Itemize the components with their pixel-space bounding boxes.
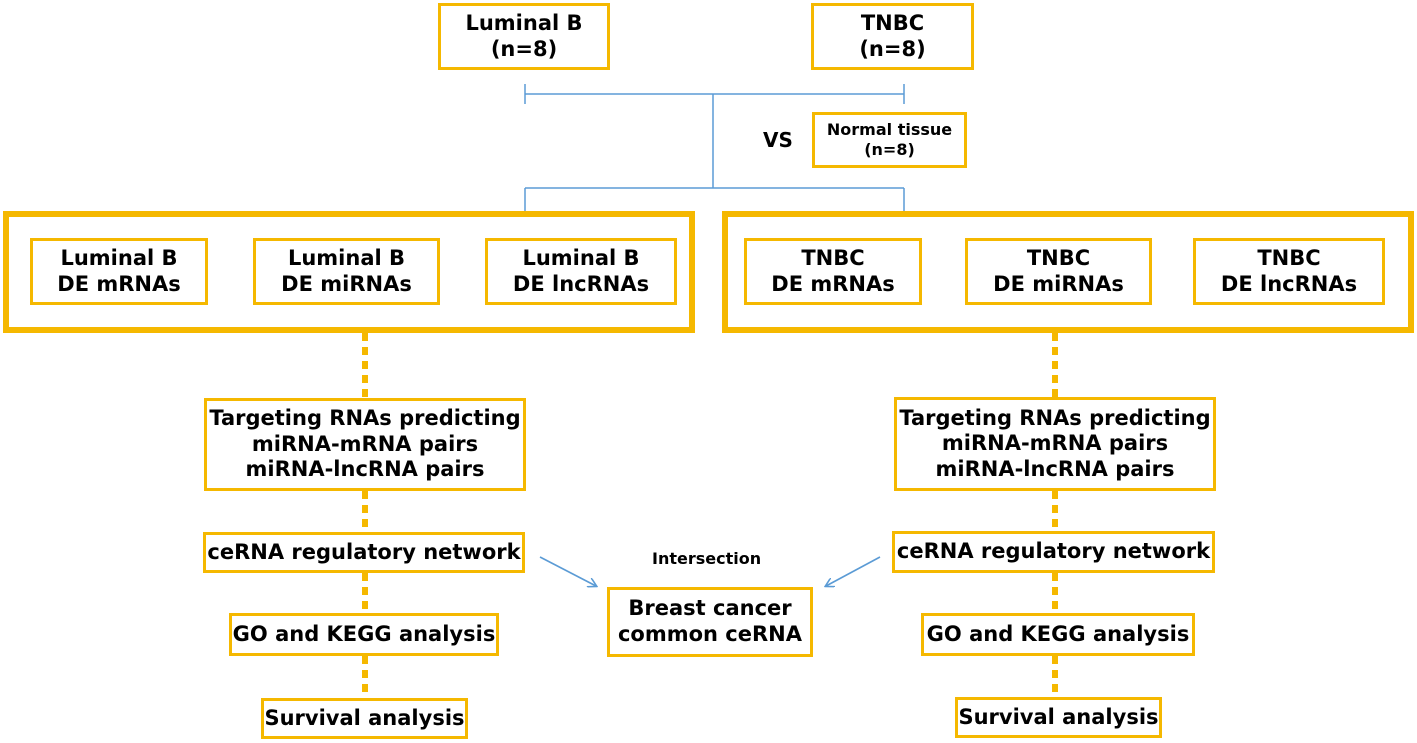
tnbc-sample-box: TNBC (n=8)	[811, 3, 974, 70]
common-cerna-line1: Breast cancer	[628, 596, 792, 621]
luminal-b-de-mrnas-line1: Luminal B	[60, 245, 178, 270]
tnbc-de-mrnas-line2: DE mRNAs	[771, 271, 895, 296]
tnbc-de-mirnas-line1: TNBC	[1026, 245, 1091, 270]
right-survival-label: Survival analysis	[958, 704, 1159, 729]
right-cerna-network-box: ceRNA regulatory network	[892, 531, 1215, 573]
luminal-b-de-lncrnas-line1: Luminal B	[522, 245, 640, 270]
luminal-b-sample-count: (n=8)	[490, 36, 558, 61]
right-targeting-box: Targeting RNAs predicting miRNA-mRNA pai…	[894, 397, 1216, 491]
left-cerna-network-label: ceRNA regulatory network	[207, 539, 521, 564]
left-targeting-box: Targeting RNAs predicting miRNA-mRNA pai…	[204, 398, 526, 491]
left-targeting-line3: miRNA-lncRNA pairs	[245, 457, 485, 482]
left-cerna-network-box: ceRNA regulatory network	[203, 532, 525, 573]
normal-tissue-count: (n=8)	[864, 140, 915, 159]
right-go-kegg-label: GO and KEGG analysis	[926, 621, 1190, 646]
luminal-b-de-mirnas-line1: Luminal B	[287, 245, 406, 270]
right-arrow-to-common	[826, 556, 881, 586]
normal-tissue-name: Normal tissue	[826, 120, 953, 140]
right-targeting-line3: miRNA-lncRNA pairs	[935, 456, 1175, 481]
right-cerna-network-label: ceRNA regulatory network	[896, 539, 1211, 564]
tnbc-de-mirnas-line2: DE miRNAs	[993, 271, 1124, 296]
tnbc-de-lncrnas-box: TNBC DE lncRNAs	[1193, 238, 1385, 305]
right-survival-box: Survival analysis	[955, 697, 1162, 738]
right-go-kegg-box: GO and KEGG analysis	[921, 613, 1195, 656]
luminal-b-sample-name: Luminal B	[465, 10, 583, 35]
tnbc-sample-count: (n=8)	[859, 36, 926, 61]
tnbc-de-lncrnas-line2: DE lncRNAs	[1220, 271, 1358, 296]
luminal-b-de-mirnas-line2: DE miRNAs	[281, 271, 412, 296]
left-go-kegg-box: GO and KEGG analysis	[229, 613, 499, 656]
left-targeting-line1: Targeting RNAs predicting	[209, 406, 521, 431]
tnbc-de-lncrnas-line1: TNBC	[1257, 245, 1321, 270]
luminal-b-de-mrnas-box: Luminal B DE mRNAs	[30, 238, 208, 305]
luminal-b-sample-box: Luminal B (n=8)	[438, 3, 610, 70]
right-targeting-line2: miRNA-mRNA pairs	[941, 431, 1169, 456]
left-survival-label: Survival analysis	[264, 705, 465, 730]
common-cerna-line2: common ceRNA	[617, 622, 803, 646]
left-arrow-to-common	[539, 556, 596, 586]
vs-label: VS	[763, 128, 793, 152]
luminal-b-de-mirnas-box: Luminal B DE miRNAs	[253, 238, 440, 305]
left-go-kegg-label: GO and KEGG analysis	[232, 621, 496, 646]
left-survival-box: Survival analysis	[261, 698, 468, 739]
intersection-label: Intersection	[652, 549, 762, 568]
tnbc-de-mrnas-line1: TNBC	[801, 245, 865, 270]
tnbc-de-mirnas-box: TNBC DE miRNAs	[965, 238, 1152, 305]
left-targeting-line2: miRNA-mRNA pairs	[251, 431, 479, 456]
tnbc-de-group	[722, 211, 1414, 333]
breast-cancer-common-cerna-box: Breast cancer common ceRNA	[607, 587, 813, 657]
tnbc-de-mrnas-box: TNBC DE mRNAs	[744, 238, 922, 305]
tnbc-sample-name: TNBC	[860, 10, 925, 35]
luminal-b-de-lncrnas-line2: DE lncRNAs	[512, 271, 650, 296]
luminal-b-de-group	[3, 211, 695, 333]
normal-tissue-box: Normal tissue (n=8)	[812, 112, 967, 168]
luminal-b-de-mrnas-line2: DE mRNAs	[57, 271, 181, 296]
luminal-b-de-lncrnas-box: Luminal B DE lncRNAs	[485, 238, 677, 305]
right-targeting-line1: Targeting RNAs predicting	[899, 405, 1211, 430]
